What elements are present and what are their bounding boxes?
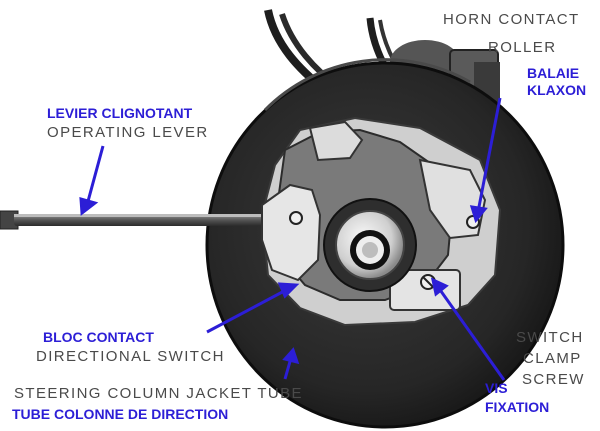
switch-label: SWITCH: [516, 329, 584, 346]
vis-label: VIS: [485, 380, 508, 396]
directional-switch-label: DIRECTIONAL SWITCH: [36, 348, 225, 365]
operating-lever-rod: [0, 210, 276, 230]
balaie-label: BALAIE: [527, 65, 580, 81]
steering-column-jacket-tube-label: STEERING COLUMN JACKET TUBE: [14, 385, 303, 402]
tube-colonne-label: TUBE COLONNE DE DIRECTION: [12, 406, 229, 422]
operating-lever-label: OPERATING LEVER: [47, 124, 209, 141]
roller-label: ROLLER: [488, 39, 557, 56]
bloc-contact-label: BLOC CONTACT: [43, 329, 154, 345]
horn-contact-label: HORN CONTACT: [443, 11, 580, 28]
callout-arrows: [79, 97, 506, 381]
clamp-label: CLAMP: [523, 350, 582, 367]
levier-clignotant-label: LEVIER CLIGNOTANT: [47, 105, 193, 121]
klaxon-label: KLAXON: [527, 82, 587, 98]
screw-label: SCREW: [522, 371, 585, 388]
steering-shaft: [323, 198, 417, 292]
fixation-label: FIXATION: [485, 399, 550, 415]
